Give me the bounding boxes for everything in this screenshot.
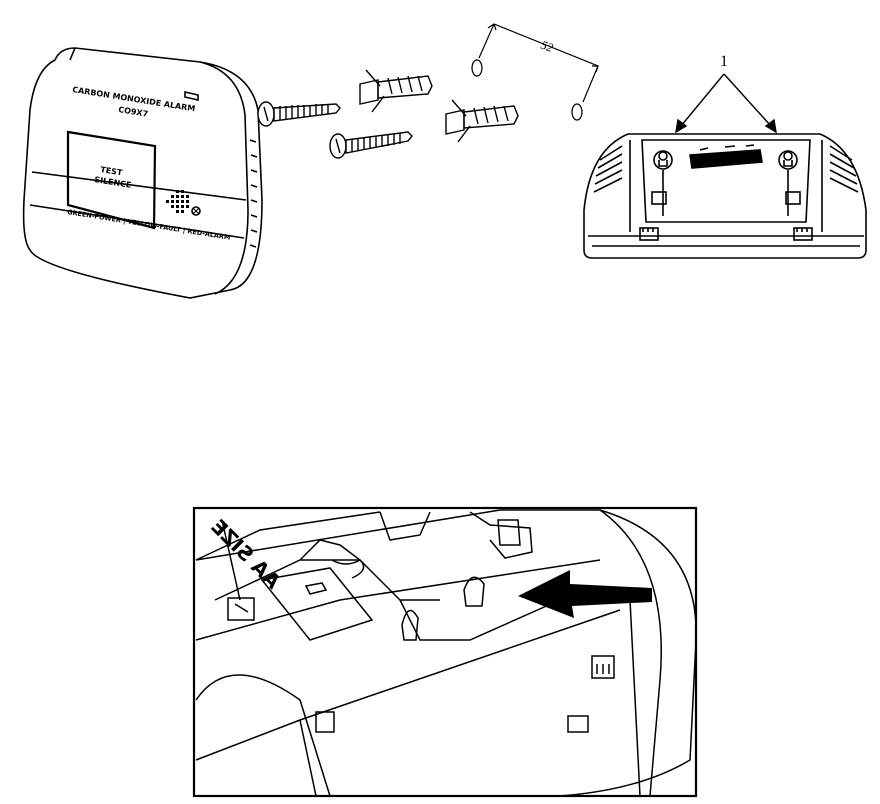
callout-arrows bbox=[675, 73, 777, 134]
indicator-icon bbox=[191, 206, 201, 216]
mounting-diagram: CARBON MONOXIDE ALARM CO9X7 TEST SILENCE… bbox=[22, 23, 867, 299]
speaker-grille bbox=[166, 190, 189, 213]
battery-contact-left bbox=[227, 597, 255, 621]
drill-hole-dimension bbox=[471, 23, 599, 121]
wall-plug-upper bbox=[359, 69, 433, 113]
callout-number: 1 bbox=[720, 53, 728, 70]
keyhole-right bbox=[778, 150, 798, 170]
test-button-label: TEST bbox=[100, 165, 124, 177]
co-alarm-unit bbox=[22, 47, 263, 299]
wall-plug-lower bbox=[445, 99, 519, 143]
housing-body bbox=[195, 509, 695, 795]
battery-frame bbox=[192, 506, 698, 798]
aa-size-label: AA SIZE bbox=[206, 514, 285, 593]
insertion-arrow bbox=[518, 570, 652, 618]
side-clip bbox=[591, 655, 615, 679]
drill-hole-right bbox=[571, 103, 583, 121]
keyhole-left bbox=[653, 150, 673, 170]
alarm-model: CO9X7 bbox=[118, 105, 149, 119]
silence-button-label: SILENCE bbox=[94, 175, 132, 190]
status-strip-label: GREEN-POWER | YELLOW-FAULT | RED-ALARM bbox=[67, 208, 231, 243]
drill-hole-left bbox=[471, 59, 483, 77]
screw-lower bbox=[329, 131, 413, 159]
mounting-base bbox=[583, 133, 867, 259]
dimension-label: 52 bbox=[539, 38, 555, 55]
aa-label-plate bbox=[260, 567, 374, 641]
screw-upper bbox=[257, 101, 341, 127]
